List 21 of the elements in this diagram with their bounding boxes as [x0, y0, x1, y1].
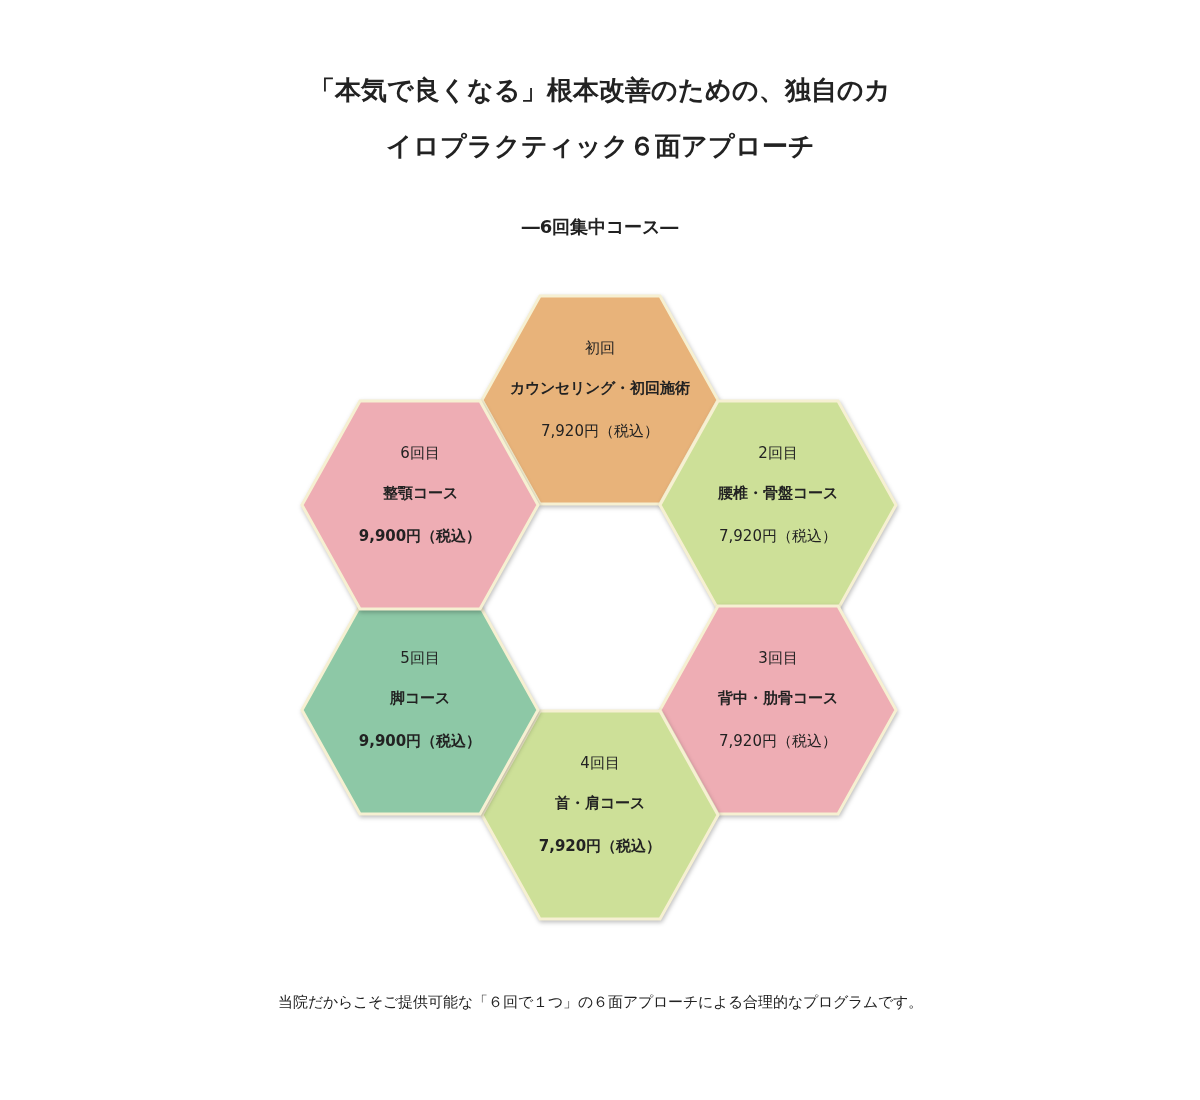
- course-name: 腰椎・骨盤コース: [717, 484, 839, 503]
- price-label: 7,920円（税込）: [718, 527, 838, 546]
- subtitle: ―6回集中コース―: [520, 215, 680, 239]
- session-label: 6回目: [399, 444, 441, 463]
- session-label: 5回目: [399, 649, 441, 668]
- price-label: 7,920円（税込）: [537, 837, 663, 856]
- course-name: 背中・肋骨コース: [717, 689, 839, 708]
- price-label: 9,900円（税込）: [357, 732, 483, 751]
- course-name: カウンセリング・初回施術: [509, 379, 691, 398]
- session-label: 3回目: [757, 649, 799, 668]
- price-label: 9,900円（税込）: [357, 527, 483, 546]
- price-label: 7,920円（税込）: [718, 732, 838, 751]
- course-name: 首・肩コース: [554, 794, 646, 813]
- course-name: 脚コース: [389, 689, 451, 708]
- session-label: 2回目: [757, 444, 799, 463]
- title: 「本気で良くなる」根本改善のための、独自のカイロプラクティック６面アプローチ: [308, 74, 892, 163]
- price-label: 7,920円（税込）: [540, 422, 660, 441]
- caption: 当院だからこそご提供可能な「６回で１つ」の６面アプローチによる合理的なプログラムです。: [276, 993, 924, 1012]
- session-label: 4回目: [579, 754, 621, 773]
- course-name: 整顎コース: [381, 484, 459, 503]
- session-label: 初回: [584, 339, 616, 358]
